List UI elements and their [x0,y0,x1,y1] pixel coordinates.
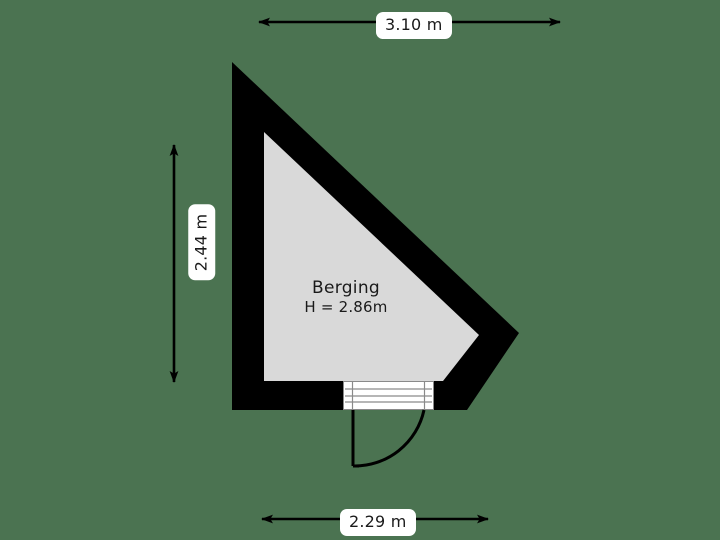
dimension-label-top: 3.10 m [376,12,452,39]
interior-floor-polygon [264,132,479,381]
dimension-label-left: 2.44 m [188,204,216,281]
door-frame-outline [343,381,434,410]
door-assembly[interactable] [343,381,434,468]
dimension-label-bottom: 2.29 m [340,509,416,536]
door-swing-arc [352,409,426,468]
room-interior [264,132,479,381]
